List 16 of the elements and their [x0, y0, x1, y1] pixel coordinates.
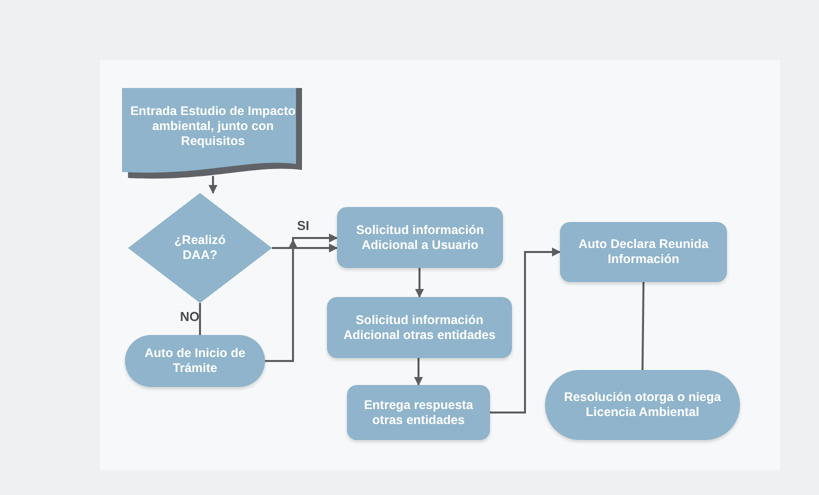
terminal-node [545, 370, 740, 440]
process-box [560, 222, 727, 282]
process-box [327, 297, 512, 358]
edge-label: SI [297, 219, 310, 232]
process-box [347, 385, 490, 440]
node-text: Auto de Inicio de Trámite [144, 346, 246, 376]
edge-label: NO [180, 310, 200, 323]
node-text: Entrega respuesta otras entidades [362, 398, 474, 428]
node-text: Entrada Estudio de Impacto ambiental, junto con Requisitos [130, 104, 296, 149]
node-text: Solicitud información Adicional a Usuario [355, 222, 485, 252]
node-text: ¿Realizó DAA? [173, 233, 227, 263]
process-box [337, 207, 503, 268]
node-text: Resolución otorga o niega Licencia Ambiental [563, 390, 722, 420]
node-text: Solicitud información Adicional otras entidades [342, 312, 497, 342]
terminal-node [125, 335, 265, 387]
node-text: Auto Declara Reunida Información [578, 237, 710, 267]
